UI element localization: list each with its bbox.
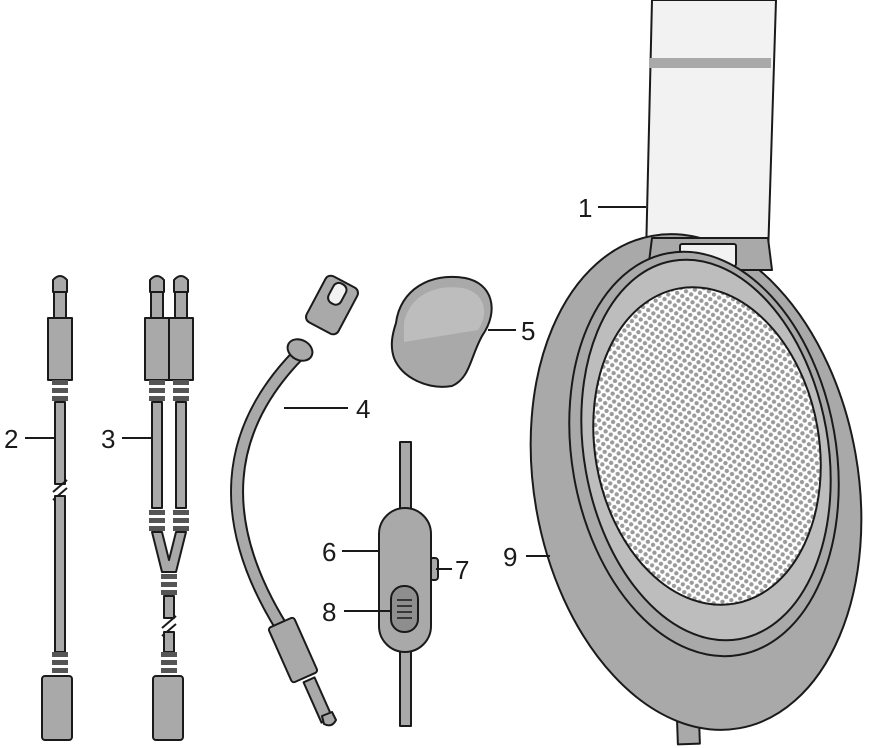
- callout-4: 4: [356, 394, 370, 424]
- callout-6: 6: [322, 537, 336, 567]
- callout-leaders: [25, 206, 646, 612]
- callout-1: 1: [578, 193, 592, 223]
- single-plug-cable: [41, 275, 73, 741]
- callout-7: 7: [455, 555, 469, 585]
- boom-microphone: [230, 274, 359, 727]
- callout-3: 3: [101, 424, 115, 454]
- callout-9: 9: [503, 542, 517, 572]
- inline-volume-control: [378, 441, 439, 727]
- callout-2: 2: [4, 424, 18, 454]
- callout-8: 8: [322, 597, 336, 627]
- callout-5: 5: [521, 316, 535, 346]
- callout-labels: 1 2 3 4 5 6 7 8 9: [4, 193, 592, 627]
- foam-windscreen: [390, 275, 493, 388]
- headphone-earcup: [529, 0, 863, 746]
- splitter-cable: [144, 275, 194, 741]
